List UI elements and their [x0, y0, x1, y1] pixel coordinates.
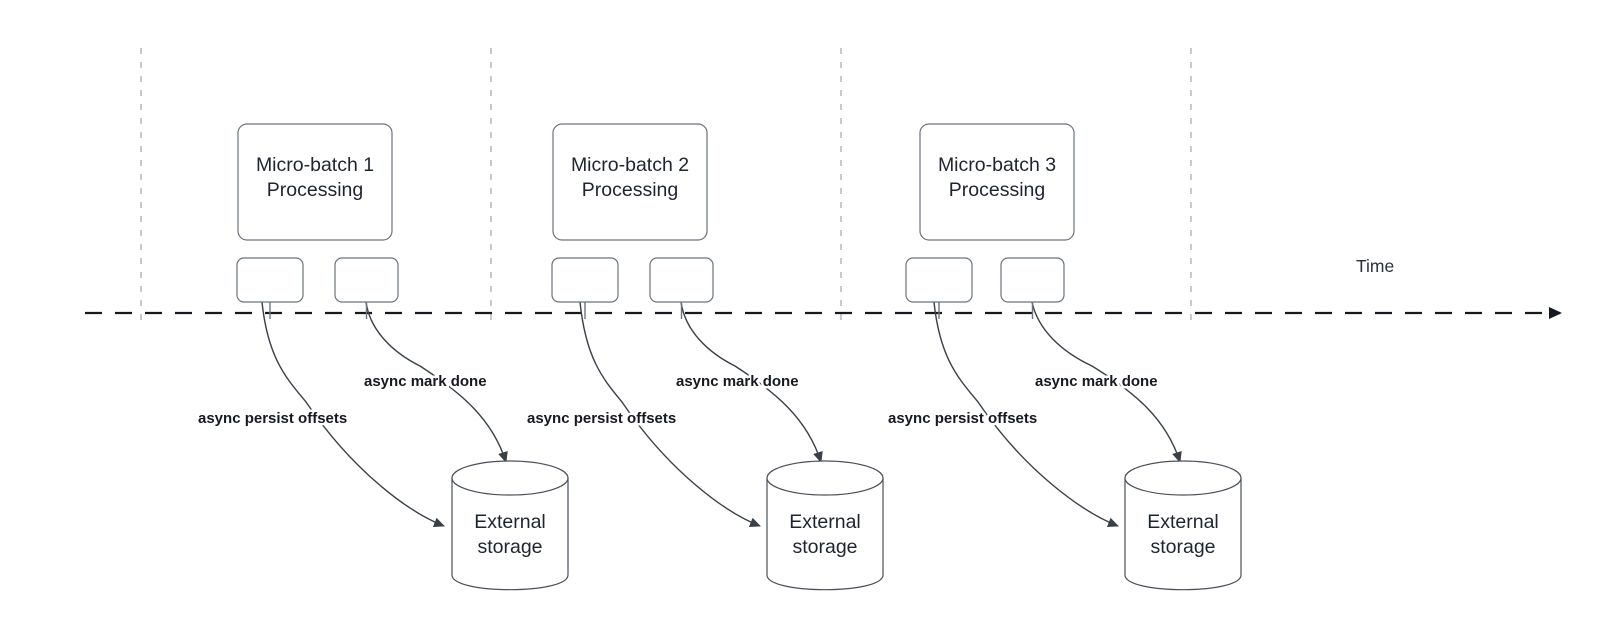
external-storage-cylinder-top — [766, 460, 884, 496]
external-storage-label-line2: storage — [792, 536, 857, 558]
async-mark-done-label: async mark done — [1035, 373, 1158, 390]
micro-batch-process-box[interactable] — [237, 123, 393, 241]
external-storage-cylinder-body[interactable] — [766, 477, 884, 591]
external-storage-label-line2: storage — [1150, 536, 1215, 558]
async-persist-offsets-label-halo: async persist offsets — [198, 410, 347, 427]
external-storage-cylinder-body[interactable] — [1124, 477, 1242, 591]
micro-batch-process-label-line1: Micro-batch 1 — [256, 154, 374, 176]
async-mark-done-connector — [1031, 301, 1182, 463]
async-persist-offsets-label: async persist offsets — [198, 410, 347, 427]
async-persist-offsets-connector — [933, 301, 1119, 528]
external-storage-cylinder-body[interactable] — [451, 477, 569, 591]
external-storage-label-line1: External — [474, 511, 546, 533]
async-mark-done-label: async mark done — [676, 373, 799, 390]
task-box-left[interactable] — [551, 257, 619, 303]
external-storage-cylinder-top — [1124, 460, 1242, 496]
task-box-right[interactable] — [649, 257, 714, 303]
task-box-left[interactable] — [236, 257, 304, 303]
async-persist-offsets-label-halo: async persist offsets — [888, 410, 1037, 427]
micro-batch-process-box[interactable] — [919, 123, 1075, 241]
micro-batch-process-label-line1: Micro-batch 3 — [938, 154, 1056, 176]
time-axis-label: Time — [1356, 256, 1394, 276]
external-storage-label-line1: External — [1147, 511, 1219, 533]
micro-batch-process-label-line1: Micro-batch 2 — [571, 154, 689, 176]
external-storage-label-line1: External — [789, 511, 861, 533]
micro-batch-process-label-line2: Processing — [582, 179, 678, 201]
async-persist-offsets-connector — [261, 301, 445, 528]
async-persist-offsets-label-halo: async persist offsets — [527, 410, 676, 427]
async-mark-done-label-halo: async mark done — [676, 373, 799, 390]
time-tick-group — [140, 48, 1192, 320]
async-persist-offsets-connector — [579, 301, 761, 528]
async-mark-done-label-halo: async mark done — [1035, 373, 1158, 390]
task-box-right[interactable] — [1000, 257, 1065, 303]
micro-batch-process-label-line2: Processing — [267, 179, 363, 201]
async-persist-offsets-label: async persist offsets — [888, 410, 1037, 427]
micro-batch-process-box[interactable] — [552, 123, 708, 241]
external-storage-cylinder-top — [451, 460, 569, 496]
external-storage-label-line2: storage — [477, 536, 542, 558]
async-persist-offsets-label: async persist offsets — [527, 410, 676, 427]
async-mark-done-label-halo: async mark done — [364, 373, 487, 390]
task-box-right[interactable] — [334, 257, 399, 303]
async-mark-done-label: async mark done — [364, 373, 487, 390]
micro-batch-process-label-line2: Processing — [949, 179, 1045, 201]
async-mark-done-connector — [365, 301, 508, 463]
task-box-left[interactable] — [905, 257, 973, 303]
async-mark-done-connector — [680, 301, 823, 463]
